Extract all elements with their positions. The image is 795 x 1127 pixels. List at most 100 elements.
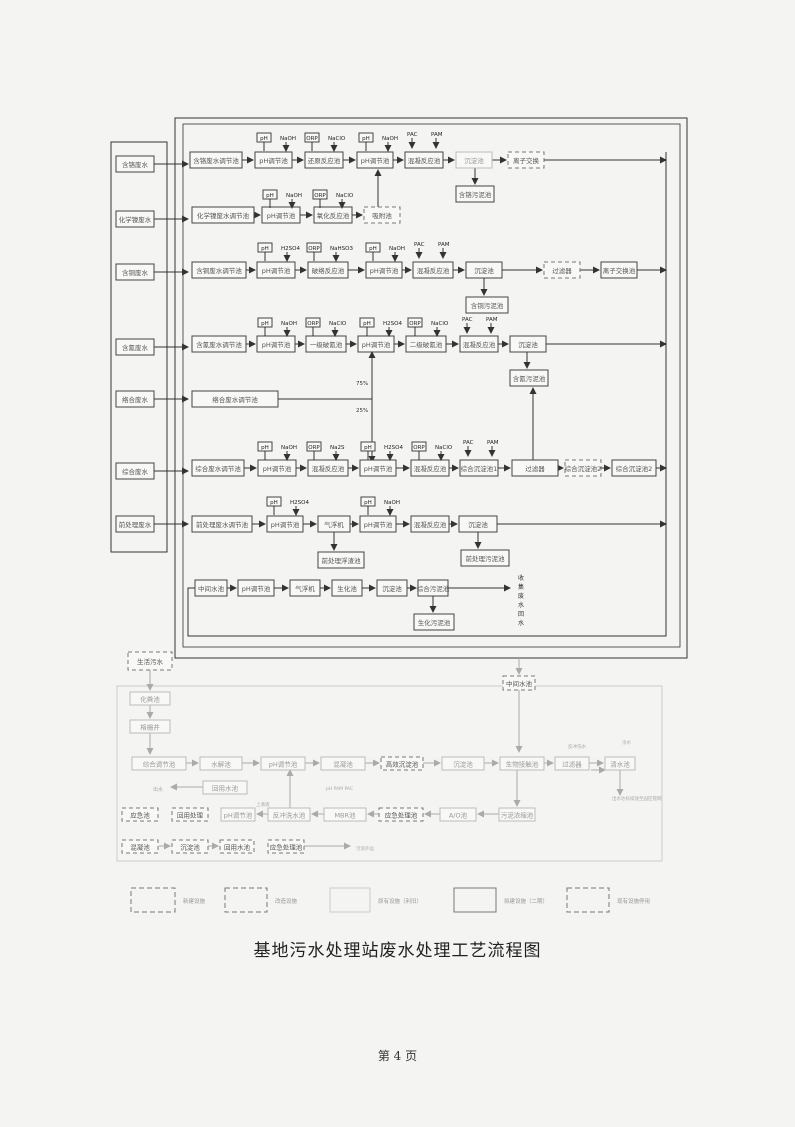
box-label: 中间水池 [506, 679, 533, 688]
process-box-s6: 综合废水 [115, 462, 155, 480]
process-box-b_0: 生活污水 [127, 651, 173, 671]
process-box-b_17: 中间水池 [502, 675, 536, 691]
process-box-r7_2: 气浮机 [317, 515, 351, 533]
box-label: pH调节池 [364, 520, 393, 529]
pac-label: PAC [463, 440, 474, 446]
label-concentrate: 浓水 [622, 739, 631, 746]
flow-line [278, 351, 376, 400]
process-box-r6_0: 综合废水调节池 [191, 459, 245, 477]
process-box-r1_4: 混凝反应池 [404, 151, 444, 169]
chemical-label: NaOH [389, 246, 405, 252]
box-label: 还原反应池 [308, 156, 341, 165]
box-label: 混凝池 [333, 760, 353, 769]
dosing-d3a: pH H2SO4 [257, 242, 300, 262]
box-label: 综合污泥池 [417, 584, 450, 593]
process-box-r8_0: 中间水池 [194, 579, 228, 597]
legend-label: 现有设施停用 [617, 897, 650, 905]
chemical-label: H2SO4 [290, 500, 309, 506]
label-sludge-out: 污泥外运 [356, 845, 374, 852]
process-box-r8_6: 生化污泥池 [413, 613, 455, 631]
pac-label: PAC [414, 242, 425, 248]
process-box-r4_7: 含氰污泥池 [509, 369, 549, 387]
flow-line [187, 152, 667, 637]
chemical-label: NaOH [280, 136, 296, 142]
process-box-b_21: 回用处理 [171, 807, 209, 822]
box-label: 离子交换 [513, 156, 540, 165]
box-label: 离子交换池 [603, 266, 636, 275]
box-label: 含铜废水 [122, 268, 149, 277]
chemical-label: NaOH [382, 136, 398, 142]
vertical-label-char: 水 [518, 619, 524, 627]
chemical-label: Na2S [330, 445, 345, 451]
process-box-r6_7: 综合沉淀池2 [564, 459, 602, 477]
box-label: 过滤器 [552, 266, 572, 275]
box-label: 含铬废水调节池 [193, 156, 239, 165]
box-label: 吸附池 [372, 211, 392, 220]
plant-inner-frame [182, 123, 681, 648]
chemical-label: H2SO4 [384, 445, 403, 451]
process-box-r4_1: pH调节池 [256, 335, 296, 353]
box-label: 生化池 [337, 584, 357, 593]
process-box-b_18: 应急处理池 [267, 839, 305, 854]
process-box-b_3: 综合调节池 [131, 756, 187, 771]
process-box-b_10: 过滤器 [554, 756, 590, 771]
process-box-r4_0: 含氰废水调节池 [191, 335, 247, 353]
box-label: 污泥浓缩池 [501, 811, 534, 820]
sensor-tag: pH [364, 500, 372, 506]
process-box-r4_2: 一级破氰池 [305, 335, 347, 353]
box-label: 混凝池 [130, 843, 150, 852]
process-box-b_15: MBR池 [323, 807, 367, 822]
process-box-s2: 化学镍废水 [115, 210, 155, 228]
sensor-tag: ORP [314, 193, 326, 199]
box-label: pH调节池 [269, 760, 298, 769]
process-box-r7_1: pH调节池 [266, 515, 304, 533]
process-box-r7_3: pH调节池 [359, 515, 397, 533]
sensor-tag: pH [363, 321, 371, 327]
chemical-label: H2SO4 [281, 246, 300, 252]
box-label: 络合废水 [122, 395, 149, 404]
process-box-b_11: 清水池 [604, 756, 636, 771]
box-label: 综合调节池 [143, 760, 176, 769]
box-label: 水解池 [211, 760, 231, 769]
vertical-label-char: 回 [518, 611, 524, 618]
plant-frame [174, 117, 688, 659]
legend-label: 新建设施 [183, 897, 206, 905]
box-label: pH调节池 [224, 811, 253, 820]
process-box-r8_2: 气浮机 [289, 579, 321, 597]
process-box-b_5: pH调节池 [260, 756, 306, 771]
sensor-tag: pH [261, 246, 269, 252]
vertical-label-char: 水 [518, 601, 524, 609]
box-label: 沉淀池 [464, 156, 484, 165]
chemical-label: NaOH [281, 321, 297, 327]
process-box-r1_0: 含铬废水调节池 [189, 151, 243, 169]
box-label: pH调节池 [267, 211, 296, 220]
pac-label: PAC [462, 317, 473, 323]
box-label: 回用水池 [212, 784, 239, 793]
box-label: 沉淀池 [453, 760, 473, 769]
legend-label: 改造设施 [275, 897, 298, 905]
box-label: 回用水池 [224, 843, 251, 852]
process-box-r1_5: 沉淀池 [455, 151, 493, 169]
box-label: 破络反应池 [312, 266, 345, 275]
dosing-d4a: pH NaOH [257, 317, 297, 337]
sensor-tag: ORP [413, 445, 425, 451]
process-box-s3: 含铜废水 [115, 263, 155, 281]
process-box-r2_2: 氧化反应池 [313, 206, 353, 224]
box-label: 前处理废水 [119, 520, 152, 529]
box-label: MBR池 [334, 811, 356, 820]
process-box-b_6: 混凝池 [320, 756, 366, 771]
legend-item-lg2: 改造设施 [224, 887, 298, 913]
box-label: A/O池 [449, 811, 468, 820]
process-box-r4_6: 沉淀池 [509, 335, 547, 353]
sensor-tag: pH [261, 321, 269, 327]
sensor-tag: pH [270, 500, 278, 506]
sensor-tag: ORP [409, 321, 421, 327]
sensor-tag: ORP [307, 321, 319, 327]
chemical-label: H2SO4 [383, 321, 402, 327]
